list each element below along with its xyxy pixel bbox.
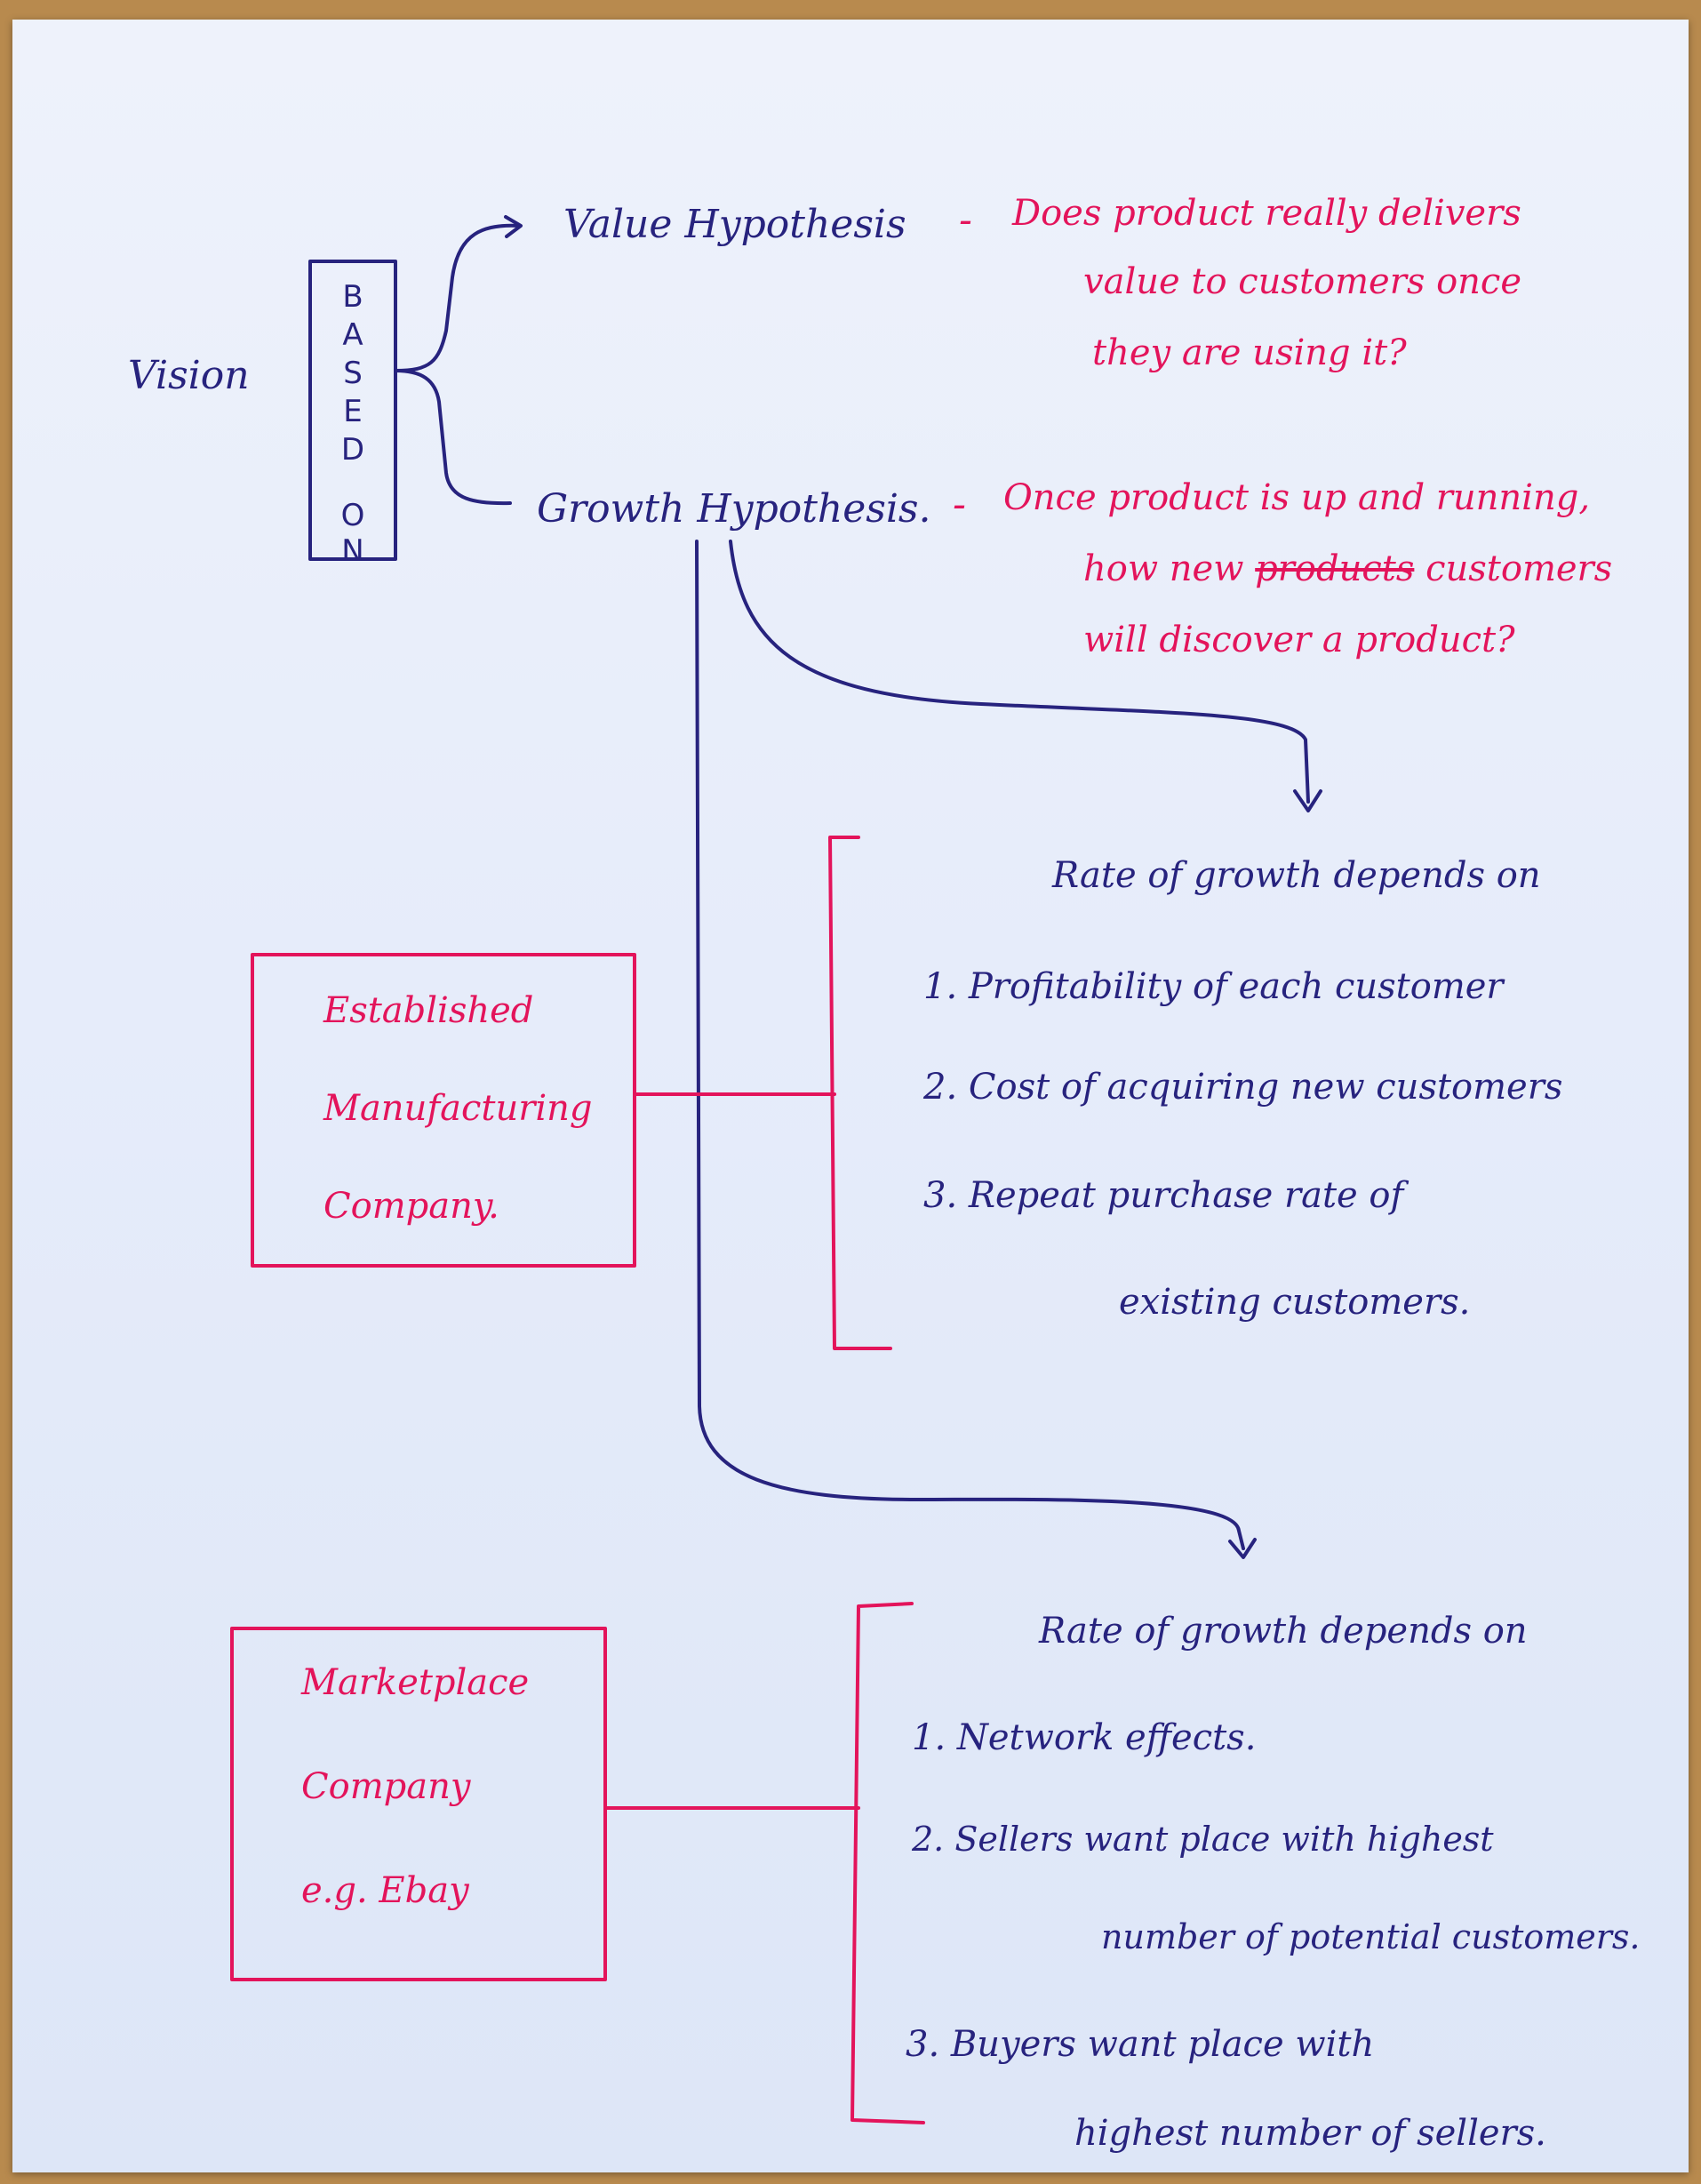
connector-lines [230,215,1322,2124]
growth-curve-line [729,540,1310,804]
marketplace-box-line: Marketplace [301,1662,530,1703]
marketplace-heading: Rate of growth depends on [1039,1611,1528,1652]
manufacturing-heading: Rate of growth depends on [1052,855,1541,896]
arrow-head-manufacturing [1293,789,1322,812]
growth-line-part: customers [1425,548,1613,589]
based-on-letter: A [342,317,363,353]
based-on-letter: S [343,356,363,391]
arrow-head-marketplace [1228,1538,1257,1559]
based-on-letter: D [340,432,365,468]
marketplace-item: 2. Sellers want place with highest [912,1820,1494,1859]
marketplace-box-line: Company [301,1766,471,1807]
bracket-to-value [394,223,521,372]
value-hypothesis-line: they are using it? [1092,332,1407,373]
marketplace-box [230,1627,607,1981]
growth-hypothesis-line: Once product is up and running, [1003,477,1591,518]
marketplace-item: highest number of sellers. [1074,2113,1546,2154]
based-on-letter: E [343,394,363,429]
struck-word: products [1255,548,1415,589]
based-on-letter: O [340,498,365,533]
manufacturing-box-line: Manufacturing [323,1088,593,1129]
value-hypothesis-dash: - [959,197,972,243]
manufacturing-item: existing customers. [1119,1282,1471,1323]
manufacturing-box-line: Company. [323,1186,499,1227]
marketplace-item: number of potential customers. [1101,1917,1641,1956]
arrow-head-value [504,215,523,238]
based-on-letter: B [342,279,363,315]
manufacturing-box [251,953,636,1268]
growth-hypothesis-line: how new products customers [1083,548,1612,589]
vision-label: Vision [128,353,250,398]
manufacturing-item: 2. Cost of acquiring new customers [923,1067,1563,1108]
value-hypothesis-line: value to customers once [1083,261,1521,302]
manufacturing-bracket [828,836,892,1350]
marketplace-item: 3. Buyers want place with [906,2024,1375,2065]
value-hypothesis-line: Does product really delivers [1012,193,1521,234]
growth-hypothesis-dash: - [953,482,966,527]
bracket-to-growth [394,369,512,506]
value-hypothesis-label: Value Hypothesis [563,202,906,247]
manufacturing-item: 3. Repeat purchase rate of [923,1175,1404,1216]
manufacturing-box-line: Established [323,990,534,1031]
paper-sheet: Vision B A S E D O N Value Hypothesis - … [12,20,1689,2172]
marketplace-item: 1. Network effects. [912,1717,1257,1758]
growth-hypothesis-label: Growth Hypothesis. [537,486,931,532]
manufacturing-item: 1. Profitability of each customer [923,966,1504,1007]
based-on-box [308,260,397,561]
growth-line-part: how new [1083,548,1244,589]
growth-hypothesis-line: will discover a product? [1083,620,1515,660]
marketplace-bracket [850,1602,925,2124]
based-on-letter: N [341,533,364,569]
growth-trunk-line [695,540,1245,1550]
marketplace-box-line: e.g. Ebay [301,1870,469,1911]
